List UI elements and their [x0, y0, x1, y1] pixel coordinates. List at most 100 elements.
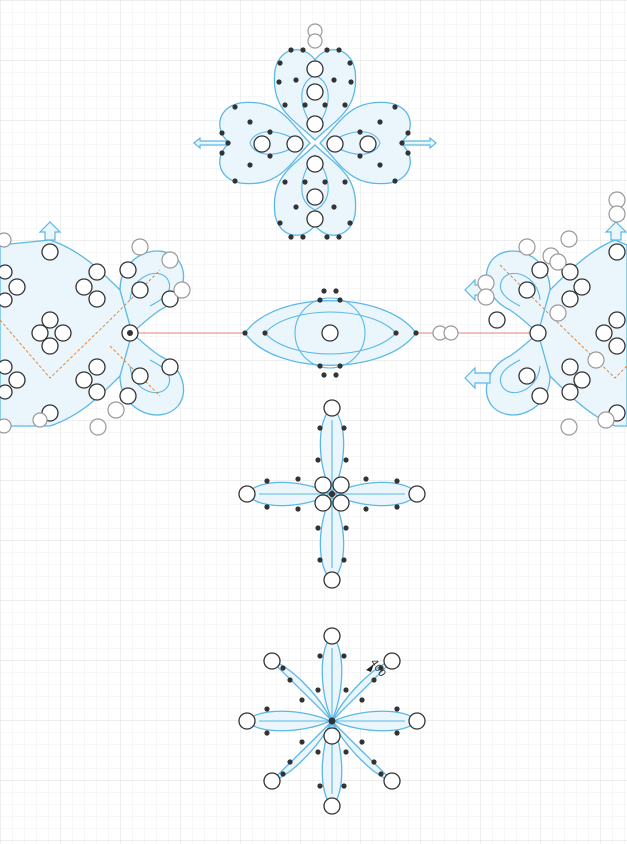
control-handle[interactable] — [0, 292, 13, 308]
anchor-point[interactable] — [342, 102, 348, 108]
control-handle[interactable] — [332, 476, 350, 494]
control-handle[interactable] — [173, 281, 191, 299]
control-handle[interactable] — [131, 281, 149, 299]
control-handle[interactable] — [263, 772, 281, 790]
control-handle[interactable] — [326, 135, 344, 153]
anchor-point[interactable] — [293, 77, 299, 83]
control-handle[interactable] — [88, 290, 106, 308]
control-handle[interactable] — [561, 263, 579, 281]
control-handle[interactable] — [161, 358, 179, 376]
anchor-point[interactable] — [315, 525, 321, 531]
anchor-point[interactable] — [377, 162, 383, 168]
anchor-point[interactable] — [399, 140, 405, 146]
anchor-point[interactable] — [264, 478, 270, 484]
control-handle[interactable] — [75, 371, 93, 389]
anchor-point[interactable] — [347, 220, 353, 226]
anchor-point[interactable] — [337, 363, 343, 369]
control-handle[interactable] — [0, 384, 13, 400]
anchor-point[interactable] — [300, 47, 306, 53]
anchor-point[interactable] — [363, 476, 369, 482]
control-handle[interactable] — [88, 263, 106, 281]
anchor-point[interactable] — [343, 687, 349, 693]
anchor-point[interactable] — [247, 119, 253, 125]
control-handle[interactable] — [107, 401, 125, 419]
anchor-point[interactable] — [333, 372, 339, 378]
anchor-point[interactable] — [337, 297, 343, 303]
control-handle[interactable] — [383, 652, 401, 670]
anchor-point[interactable] — [405, 130, 411, 136]
control-handle[interactable] — [131, 367, 149, 385]
anchor-point[interactable] — [333, 288, 339, 294]
anchor-point[interactable] — [280, 771, 286, 777]
control-handle[interactable] — [306, 210, 324, 228]
control-handle[interactable] — [0, 264, 13, 280]
anchor-point[interactable] — [247, 162, 253, 168]
control-handle[interactable] — [518, 281, 536, 299]
control-handle[interactable] — [286, 135, 304, 153]
anchor-point[interactable] — [322, 179, 328, 185]
anchor-point[interactable] — [302, 179, 308, 185]
anchor-point[interactable] — [295, 506, 301, 512]
anchor-point[interactable] — [357, 153, 363, 159]
left-ornament[interactable] — [0, 221, 191, 436]
control-handle[interactable] — [306, 60, 324, 78]
anchor-point[interactable] — [331, 77, 337, 83]
control-handle[interactable] — [408, 485, 426, 503]
control-handle[interactable] — [88, 383, 106, 401]
anchor-point[interactable] — [302, 102, 308, 108]
control-handle[interactable] — [306, 188, 324, 206]
control-handle[interactable] — [323, 627, 341, 645]
control-handle[interactable] — [8, 278, 26, 296]
four-lobe-flower[interactable] — [193, 23, 437, 240]
control-handle[interactable] — [608, 337, 626, 355]
control-handle[interactable] — [573, 371, 591, 389]
anchor-point[interactable] — [225, 140, 231, 146]
anchor-point[interactable] — [317, 363, 323, 369]
anchor-point[interactable] — [341, 425, 347, 431]
anchor-point[interactable] — [287, 759, 293, 765]
anchor-point[interactable] — [317, 783, 323, 789]
control-handle[interactable] — [529, 324, 547, 342]
anchor-point[interactable] — [324, 47, 330, 53]
control-handle[interactable] — [518, 367, 536, 385]
anchor-point[interactable] — [378, 665, 384, 671]
control-handle[interactable] — [8, 371, 26, 389]
control-handle[interactable] — [488, 311, 506, 329]
anchor-point[interactable] — [392, 178, 398, 184]
control-handle[interactable] — [323, 571, 341, 589]
control-handle[interactable] — [306, 83, 324, 101]
control-handle[interactable] — [0, 232, 12, 248]
anchor-point[interactable] — [300, 234, 306, 240]
control-handle[interactable] — [314, 494, 332, 512]
anchor-point[interactable] — [315, 457, 321, 463]
control-handle[interactable] — [41, 337, 59, 355]
control-handle[interactable] — [608, 243, 626, 261]
control-handle[interactable] — [238, 485, 256, 503]
control-handle[interactable] — [332, 494, 350, 512]
control-handle[interactable] — [549, 304, 567, 322]
anchor-point[interactable] — [321, 288, 327, 294]
anchor-point[interactable] — [324, 234, 330, 240]
anchor-point[interactable] — [264, 504, 270, 510]
control-handle[interactable] — [383, 772, 401, 790]
anchor-point[interactable] — [336, 47, 342, 53]
control-handle[interactable] — [263, 652, 281, 670]
anchor-point[interactable] — [242, 330, 248, 336]
control-handle[interactable] — [608, 205, 626, 223]
control-handle[interactable] — [88, 358, 106, 376]
four-petal-cross[interactable] — [238, 399, 426, 589]
control-handle[interactable] — [31, 324, 49, 342]
control-handle[interactable] — [0, 418, 12, 434]
control-handle[interactable] — [323, 797, 341, 815]
anchor-point[interactable] — [264, 706, 270, 712]
anchor-point[interactable] — [267, 129, 273, 135]
anchor-point[interactable] — [127, 330, 133, 336]
anchor-point[interactable] — [287, 677, 293, 683]
anchor-point[interactable] — [371, 677, 377, 683]
control-handle[interactable] — [131, 238, 149, 256]
control-handle[interactable] — [608, 311, 626, 329]
anchor-point[interactable] — [280, 665, 286, 671]
control-handle[interactable] — [54, 324, 72, 342]
control-handle[interactable] — [323, 727, 341, 745]
control-handle[interactable] — [306, 155, 324, 173]
